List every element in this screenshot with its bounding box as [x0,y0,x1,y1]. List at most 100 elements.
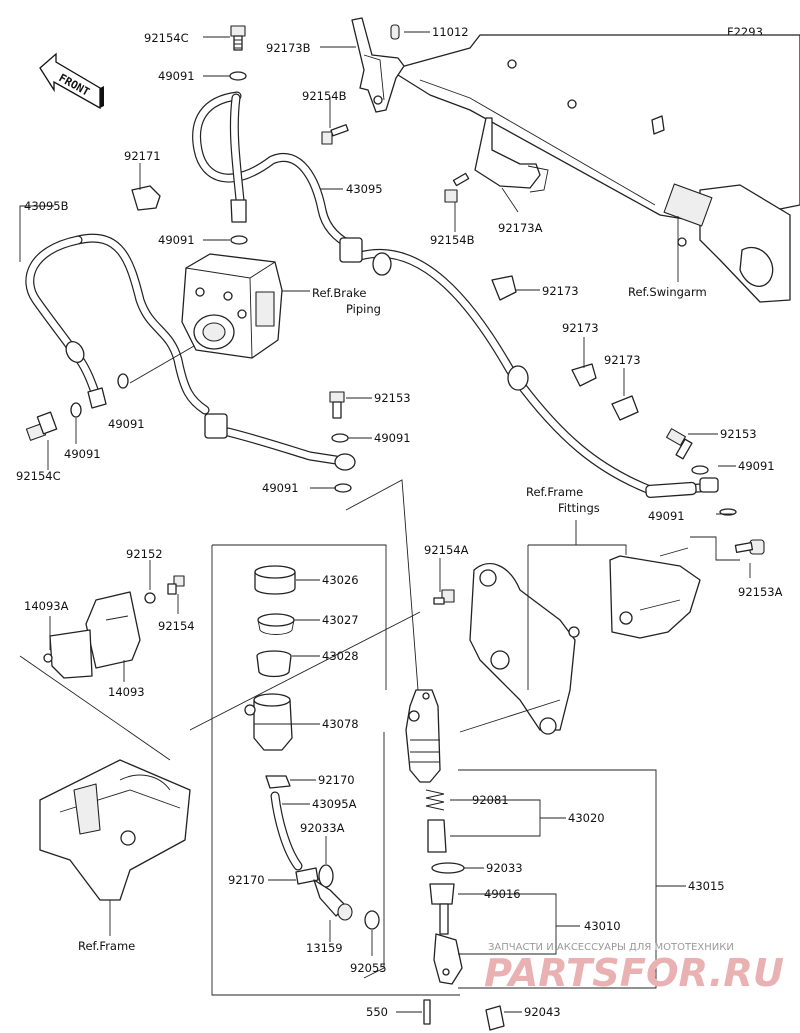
part-label: 92154C [144,31,189,45]
banjo-fitting-left [87,387,107,409]
part-label: 92055 [350,961,387,975]
part-label: 92170 [228,873,265,887]
swingarm-outline [389,34,800,303]
part-labels: 92154C 49091 92173B 11012 92154B 92171 4… [16,25,783,1019]
part-label: 92152 [126,547,163,561]
watermark-tagline: ЗАПЧАСТИ И АКСЕССУАРЫ ДЛЯ МОТОТЕХНИКИ [488,942,734,953]
clamp-92173-c [611,395,639,421]
watermark: ЗАПЧАСТИ И АКСЕССУАРЫ ДЛЯ МОТОТЕХНИКИ PA… [484,942,784,995]
part-label: 49091 [738,459,775,473]
hose-joint-upper [339,237,363,263]
part-label: 92173 [604,353,641,367]
clip-92170-b [295,867,319,885]
leader-lines [19,31,751,1013]
washer-49091-b [230,235,248,245]
part-label: 92154C [16,469,61,483]
bolt-92154B-b [444,172,470,203]
part-label: 92154B [302,89,347,103]
banjo-fitting-upper [230,199,247,223]
part-label: 49091 [374,431,411,445]
part-label: 92153 [720,427,757,441]
part-label: 92173B [266,41,311,55]
circlip-92033 [431,862,465,874]
frame-fittings-bracket [469,555,701,735]
part-label: 14093 [108,685,145,699]
banjo-bolt-92153-b [666,428,693,460]
reservoir-43078 [244,693,293,751]
cotter-pin-550 [423,999,431,1025]
piston-43020 [427,819,447,853]
part-label: 92033 [486,861,523,875]
master-cylinder-43015 [405,689,441,783]
part-label: 43020 [568,811,605,825]
part-label: 49016 [484,887,521,901]
part-label: 92153A [738,585,783,599]
part-label: 92173 [562,321,599,335]
part-label: Ref.Swingarm [628,285,707,299]
guard-14093 [43,591,141,679]
part-label: 92173 [542,284,579,298]
part-label: 49091 [158,69,195,83]
bolt-92154B-a [321,124,349,145]
washer-49091-d [117,373,129,389]
washer-49091-f [334,483,352,493]
part-label: 49091 [648,509,685,523]
part-label: 92043 [524,1005,561,1019]
banjo-fitting-right [699,477,719,493]
abs-hydraulic-unit [181,253,283,359]
part-label: Ref.Brake [312,286,366,300]
part-label: 92033A [300,821,345,835]
part-label: 14093A [24,599,69,613]
banjo-bolt-92154C-bottom [25,411,58,441]
bracket-92173B [351,17,405,113]
reservoir-cap-43026 [254,565,296,595]
part-label: 43078 [322,717,359,731]
washer-49091-h [719,508,737,516]
hose-joint-lower [204,413,228,439]
part-label: Ref.Frame [78,939,135,953]
part-label: Piping [346,302,381,316]
bolt-92154A [433,589,455,605]
plate-43027 [257,613,295,635]
part-label: 11012 [432,25,469,39]
part-label: 43095 [346,182,383,196]
part-label: 92154 [158,619,195,633]
part-label: 49091 [158,233,195,247]
part-label: 43026 [322,573,359,587]
clamp-92173-b [571,363,597,387]
part-label: 92081 [472,793,509,807]
part-label: 43010 [584,919,621,933]
banjo-bolt-92154C-top [230,25,246,51]
boot-49016 [429,883,455,905]
part-label: 43028 [322,649,359,663]
part-label: 49091 [108,417,145,431]
diaphragm-43028 [256,650,292,678]
washer-49091-e [331,433,349,443]
bolt-92153A [734,539,765,555]
part-label: 13159 [306,941,343,955]
part-label: 43027 [322,613,359,627]
part-label: 43095A [312,797,357,811]
watermark-logo: PARTSFOR.RU [484,951,784,995]
part-label: Fittings [558,501,600,515]
brake-hose-43095 [192,91,705,499]
part-label: 49091 [262,481,299,495]
part-label: 92154A [424,543,469,557]
washer-49091-a [229,71,247,81]
part-label: 43095B [24,199,69,213]
washer-92152 [144,592,156,604]
push-rod-43010 [433,903,463,985]
bracket-92173A [474,117,549,193]
oring-92055 [364,910,380,930]
hose-43095A [271,792,302,870]
brake-hose-43095B [25,233,356,471]
part-label: 92170 [318,773,355,787]
spring-92081 [425,789,445,811]
clamp-92171 [131,185,161,211]
part-label: 550 [366,1005,388,1019]
washer-49091-c [70,402,82,418]
part-label: Ref.Frame [526,485,583,499]
part-label: 92171 [124,149,161,163]
part-label: 92154B [430,233,475,247]
